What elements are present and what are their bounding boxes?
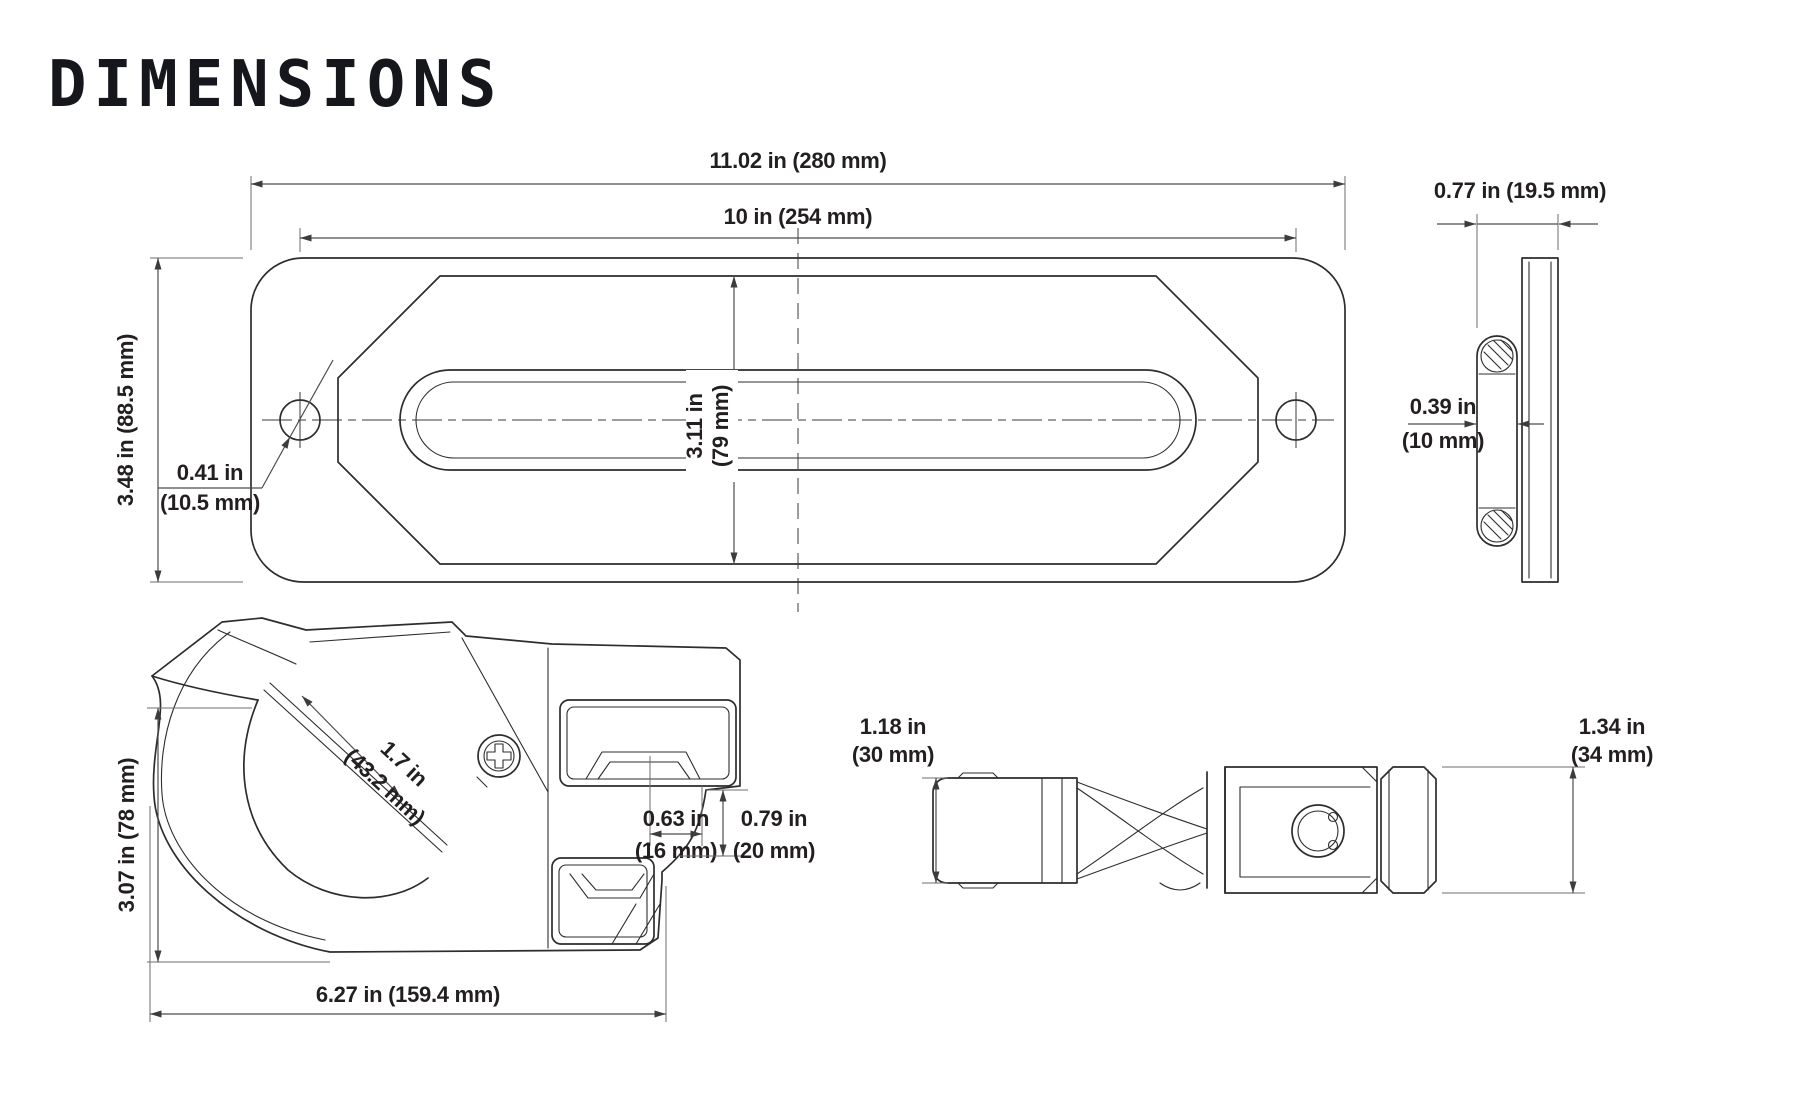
hook-side-view: 3.07 in (78 mm) 6.27 in (159.4 mm) 1.7 i… (114, 617, 815, 1022)
mount-bottom-panel (551, 857, 655, 945)
neck-curve (1076, 781, 1208, 830)
hook-top-view: 1.18 in (30 mm) 1.34 in (34 mm) (852, 714, 1653, 894)
extension-line (1442, 766, 1585, 894)
hatch-lines (1483, 509, 1513, 540)
dim-tip-width-label-line1: 1.18 in (860, 714, 926, 739)
dim-overall-height-label: 3.48 in (88.5 mm) (113, 334, 138, 506)
detail-line (1388, 769, 1429, 891)
hatch-lines (1483, 339, 1513, 370)
fairlead-slot-inner (415, 381, 1181, 459)
dim-shackle-width-label-line1: 1.34 in (1579, 714, 1645, 739)
fairlead-front-view: 11.02 in (280 mm) 10 in (254 mm) 3.48 in… (113, 148, 1346, 612)
fairlead-side-view: 0.77 in (19.5 mm) 0.39 in (10 mm) (1402, 178, 1606, 583)
clevis-joint (1206, 766, 1226, 894)
beak-underside (151, 675, 259, 701)
dim-opening-height-label-line2: (79 mm) (708, 385, 733, 467)
jaw-inner-rim (243, 699, 429, 899)
latch-bump (1159, 882, 1201, 891)
dim-lip-width-label-line2: (10 mm) (1402, 428, 1484, 453)
phillips-cross-icon (486, 743, 512, 769)
fairlead-plate-outline (250, 257, 1346, 583)
dim-hook-height-label: 3.07 in (78 mm) (114, 758, 139, 912)
dim-slot-width-label-line1: 0.63 in (643, 806, 709, 831)
dim-hole-dia-label-line2: (10.5 mm) (160, 490, 260, 515)
slot-window-inner (597, 761, 691, 780)
mount-top-panel-inner (566, 706, 730, 780)
tip-tabs (957, 772, 999, 889)
lip-section-top (1480, 339, 1514, 373)
dim-overall-width-label: 11.02 in (280 mm) (709, 148, 886, 173)
leader-line (289, 359, 334, 438)
neck-curve (1076, 787, 1204, 875)
fairlead-side-lip (1476, 335, 1518, 547)
fairlead-boss-outline (337, 275, 1259, 565)
pivot-screw-head (483, 740, 515, 772)
dim-tip-width-label-line2: (30 mm) (852, 742, 934, 767)
dim-thickness-label: 0.77 in (19.5 mm) (1434, 178, 1606, 203)
fairlead-side-plate (1521, 257, 1559, 583)
dim-hole-dia-label-line1: 0.41 in (177, 460, 243, 485)
label-backing (712, 370, 738, 482)
end-cap (1380, 766, 1437, 894)
hook-outline (151, 617, 741, 953)
dim-bolt-spacing-label: 10 in (254 mm) (724, 204, 873, 229)
lip-section-bottom (1480, 509, 1514, 543)
pin-bore-inner (1297, 810, 1339, 852)
extension-line (922, 777, 948, 884)
neck-curve (1076, 787, 1204, 875)
retainer-screw (1327, 839, 1339, 851)
bottom-window-outer (569, 873, 655, 899)
body-facet-lines (309, 631, 549, 793)
pivot-screw-boss (477, 734, 521, 778)
pin-bore-outer (1291, 804, 1345, 858)
shackle-panel-lines (1239, 786, 1371, 878)
mount-top-panel (559, 699, 737, 787)
page-title: DIMENSIONS (48, 48, 503, 122)
chamfer-marks (611, 903, 661, 945)
beak-inner-line (217, 629, 297, 665)
leader-arrow (261, 436, 291, 489)
slot-window-outer (585, 751, 701, 780)
chamfer-marks (1361, 766, 1378, 894)
jaw-parallel-line (160, 631, 326, 941)
bottom-window-inner (581, 873, 645, 891)
dim-mouth-height-label-line2: (20 mm) (733, 838, 815, 863)
fairlead-slot-outer (399, 369, 1197, 471)
mount-bottom-panel-inner (558, 864, 648, 938)
detail-line (476, 776, 488, 788)
dim-opening-height-label-line1: 3.11 in (682, 393, 707, 458)
shackle-body (1224, 766, 1378, 894)
dim-shackle-width-label-line2: (34 mm) (1571, 742, 1653, 767)
detail-line (1041, 777, 1063, 884)
dim-hook-length-label: 6.27 in (159.4 mm) (316, 982, 500, 1007)
dim-lip-width-label-line1: 0.39 in (1410, 394, 1476, 419)
dim-mouth-height-label-line1: 0.79 in (741, 806, 807, 831)
label-backing (686, 370, 712, 482)
retainer-screw (1327, 811, 1339, 823)
dim-slot-width-label-line2: (16 mm) (635, 838, 717, 863)
neck-curve (1076, 832, 1208, 880)
dim-line-jaw-opening (301, 695, 401, 797)
hook-tip-block (932, 777, 1078, 884)
detail-line (1478, 373, 1516, 509)
